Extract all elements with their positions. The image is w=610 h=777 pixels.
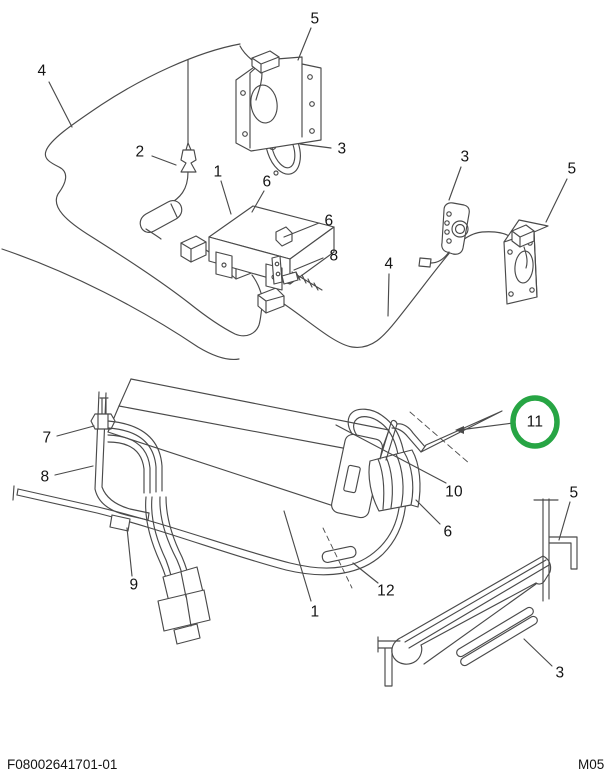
- leader-arrowhead: [455, 426, 464, 434]
- callout-8-mount-bracket: 8: [40, 468, 50, 486]
- callout-11-antenna-mast-highlighted: 11: [526, 413, 544, 431]
- bottom-view-drawing: [12, 378, 578, 687]
- antenna-cable-loop: [44, 43, 263, 337]
- figure-number: F08002641701-01: [7, 757, 118, 772]
- callout-3-speaker-strip: 3: [555, 664, 565, 682]
- left-bracket: [90, 391, 150, 521]
- bottom-leader-lines: [54, 422, 571, 667]
- callout-6-connector-right: 6: [324, 212, 334, 230]
- rail-channel-subview: [377, 498, 578, 687]
- callout-6-antenna-base: 6: [443, 523, 453, 541]
- callout-5-rail-bracket: 5: [569, 484, 579, 502]
- callout-8-clip-bracket: 8: [329, 247, 339, 265]
- callout-7-bolt: 7: [42, 429, 52, 447]
- harness-cable: [1, 248, 240, 361]
- callout-2-antenna-mast: 2: [135, 143, 145, 161]
- wire-bundle: [107, 420, 163, 494]
- callout-1-control-module: 1: [213, 163, 223, 181]
- callout-10-cable-route: 10: [445, 483, 463, 501]
- top-view-drawing: [1, 27, 568, 361]
- clip-bracket: [271, 255, 299, 285]
- coax-cable-right: [283, 231, 513, 348]
- control-module: [208, 205, 335, 291]
- upper-bracket: [235, 45, 322, 152]
- highlight-ring: [510, 395, 560, 449]
- grommet: [109, 514, 131, 532]
- callout-3-speaker-left: 3: [337, 140, 347, 158]
- cable-clip: [321, 527, 357, 589]
- cylinder-connector: [139, 200, 183, 233]
- speaker-right: [418, 202, 470, 268]
- callout-6-connector-left: 6: [262, 173, 272, 191]
- callout-5-right-bracket: 5: [567, 160, 577, 178]
- antenna-mount: [331, 433, 421, 519]
- callout-9-grommet: 9: [129, 576, 139, 594]
- page-code: M05: [578, 757, 605, 772]
- callout-1-harness: 1: [310, 603, 320, 621]
- connector-b: [257, 287, 285, 314]
- top-leader-lines: [48, 27, 568, 317]
- callout-5-upper-bracket: 5: [310, 10, 320, 28]
- callout-12-cable-clip: 12: [377, 582, 395, 600]
- callout-3-speaker-right: 3: [460, 148, 470, 166]
- antenna-mast: [145, 59, 197, 217]
- callout-4-coax-cable: 4: [384, 255, 394, 273]
- right-bracket: [503, 219, 549, 305]
- connector-plug: [157, 566, 211, 645]
- callout-4-antenna-cable: 4: [37, 62, 47, 80]
